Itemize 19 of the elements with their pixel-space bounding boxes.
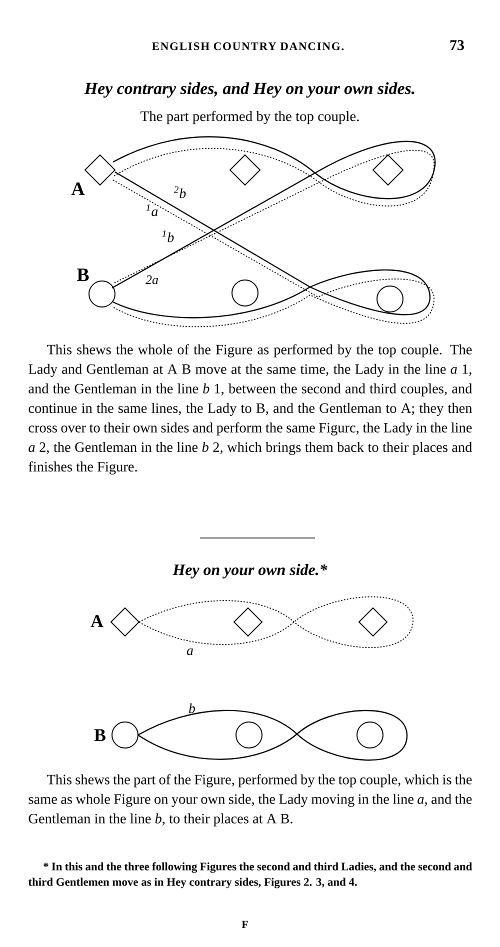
page-number: 73 [450, 40, 464, 50]
page-title: Hey contrary sides, and Hey on your own sides. [84, 82, 414, 98]
body-paragraph: This shews the whole of the Figure as performed by the top couple. The Lady and Gentleman at A B move at the same time, the Lady in the line a 1, and the Gentleman in the line b 1, between the second and third couples, and continue in the same lines, the Lady to B, and the Gentleman to A; they then cross over to their own sides and perform the same Figurc, the Lady in the line a 2, the Gentleman in the line b 2, which brings them back to their places and finishes the Figure. [28, 344, 472, 474]
path-label: a [186, 648, 193, 656]
running-head: ENGLISH COUNTRY DANCING. [152, 42, 344, 50]
position-letter: B [77, 268, 89, 282]
path-label: $^{2}$b [174, 186, 186, 198]
signature-mark: F [242, 920, 248, 928]
path-label: b [189, 703, 196, 714]
path-label: $^{1}$b [162, 230, 174, 242]
path-label: $^{1}$a [146, 204, 158, 216]
subtitle: The part performed by the top couple. [140, 110, 359, 124]
path-label: 2a [146, 275, 158, 284]
footnote: * In this and the three following Figures the second and third Ladies, and the second and third Gentlemen move as in Hey contrary sides, Figures 2. 3, and 4. [28, 862, 472, 888]
section-heading: Hey on your own side.* [172, 564, 328, 578]
position-letter: B [94, 729, 106, 742]
position-letter: A [90, 615, 104, 627]
position-letter: A [71, 182, 85, 195]
body-paragraph: This shews the part of the Figure, performed by the top couple, which is the same as whole Figure on your own side, the Lady moving in the line a, and the Gentleman in the line b, to their places at A B. [28, 774, 472, 826]
